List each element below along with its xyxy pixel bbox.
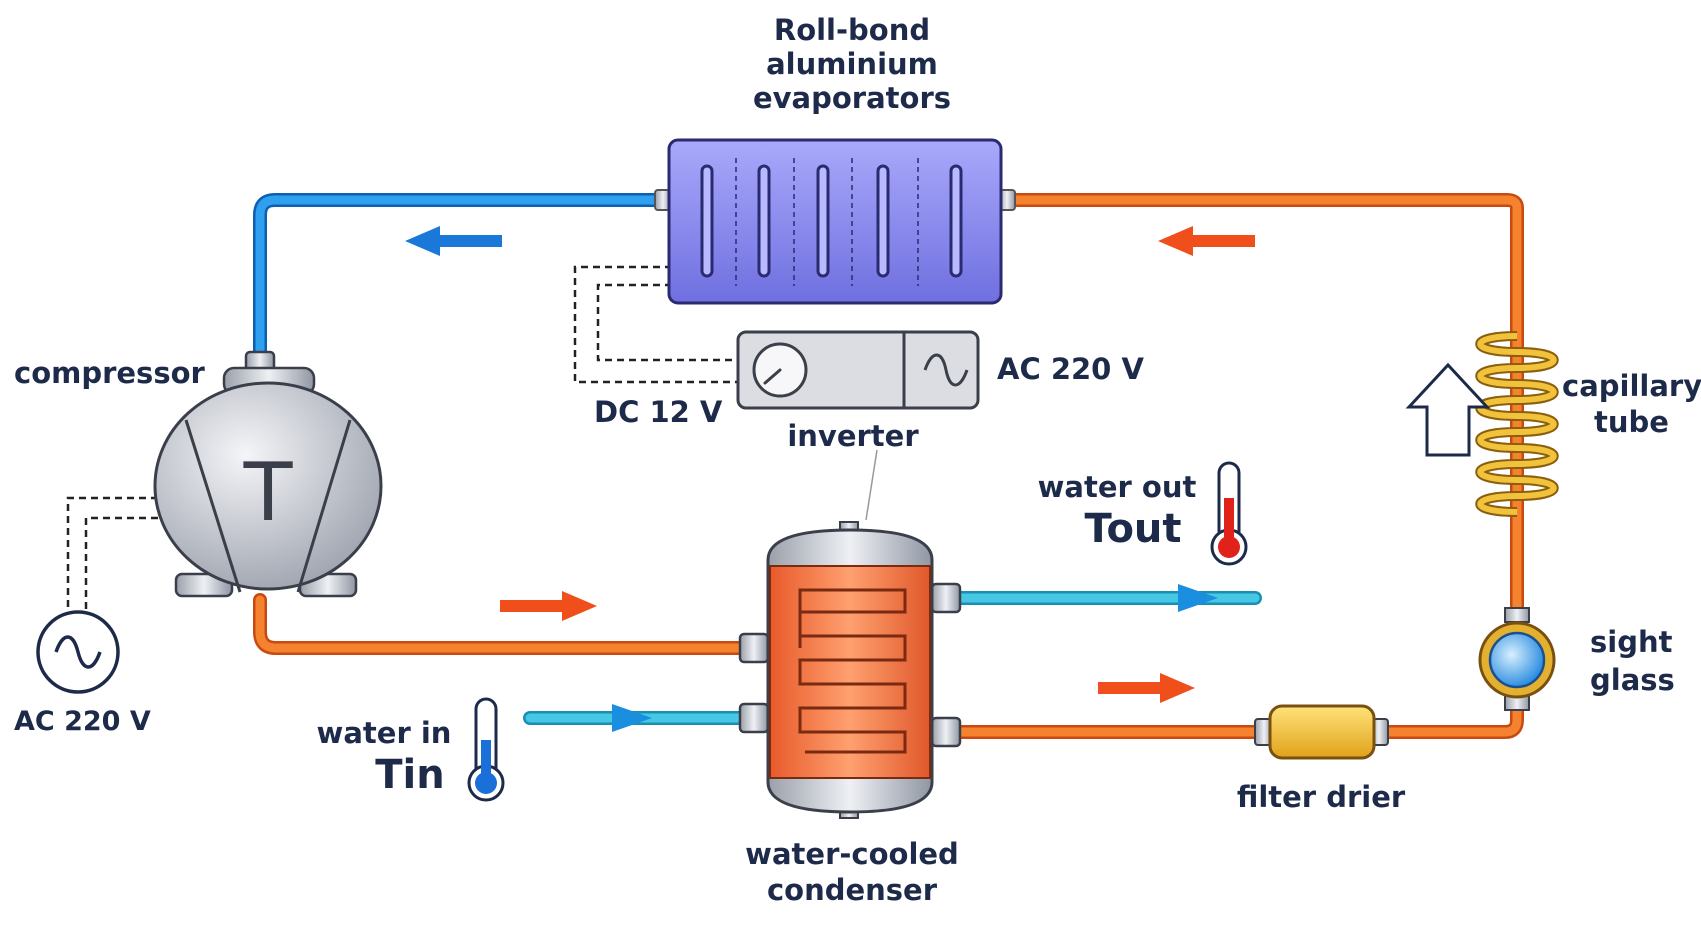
thermometer-cold-icon [467,697,505,802]
water-in-label: water in [317,716,452,750]
capillary-tube: capillary tube [1405,331,1701,517]
thermometer-hot-icon [1210,461,1248,566]
power-source: AC 220 V [14,610,151,737]
compressor: T compressor [14,350,383,598]
condenser: water-cooled condenser [738,521,962,907]
filter-drier: filter drier [1237,704,1406,814]
electrical-wiring [66,265,738,612]
water-out: water out Tout [1038,461,1248,566]
flow-arrow-suction-icon [405,226,502,256]
water-out-label: water out [1038,470,1197,504]
evaporator: Roll-bond aluminium evaporators [654,13,1016,305]
condenser-label-line2: condenser [767,873,938,907]
filter-drier-label: filter drier [1237,780,1406,814]
condenser-label-line1: water-cooled [745,837,959,871]
gauge-icon [752,342,808,398]
water-in-symbol: Tin [375,752,444,798]
capillary-label-line1: capillary [1562,369,1701,403]
suction-line [253,193,672,362]
inverter-dc-label: DC 12 V [594,395,723,429]
sight-glass-label-line1: sight [1590,625,1673,659]
flow-arrow-water-out-icon [1178,584,1218,612]
water-out-symbol: Tout [1084,506,1181,552]
water-in: water in Tin [317,697,505,802]
power-supply-label: AC 220 V [14,706,151,737]
flow-arrow-liquid-bottom-icon [1098,673,1195,703]
compressor-label: compressor [14,356,206,390]
evaporator-channels [700,164,963,278]
flow-arrow-water-in-icon [612,704,652,732]
sight-glass-label-line2: glass [1590,663,1675,697]
condenser-coil [798,588,907,754]
inverter: inverter AC 220 V DC 12 V [594,330,1144,521]
capillary-label-line2: tube [1594,405,1669,439]
evaporator-label-line2: aluminium [766,47,938,81]
evaporator-label-line1: Roll-bond [774,13,930,47]
flow-arrows [405,226,1255,732]
sight-glass: sight glass [1478,607,1675,711]
compressor-symbol: T [243,446,294,539]
evaporator-label-line3: evaporators [753,81,951,115]
up-arrow-icon [1405,362,1491,457]
inverter-ac-label: AC 220 V [997,352,1144,386]
flow-arrow-discharge-icon [500,591,597,621]
flow-arrow-liquid-top-icon [1158,226,1255,256]
ac-wave-icon [923,353,969,387]
inverter-label: inverter [787,419,919,453]
